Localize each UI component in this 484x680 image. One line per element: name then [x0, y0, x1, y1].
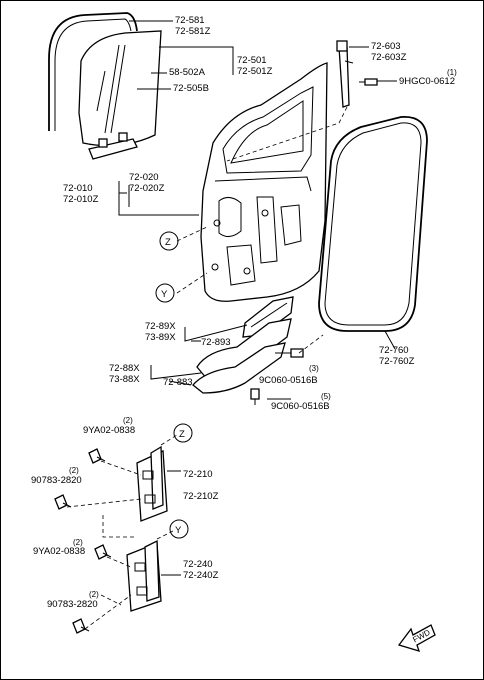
label-hinge-y-1: 72-240 [183, 559, 213, 570]
label-screw-b: 9C060-0516B [271, 401, 330, 412]
upper-bolt-part[interactable] [359, 78, 378, 86]
label-sill-lower-part: 72-883 [163, 377, 193, 388]
hinge-y-bolt2[interactable] [72, 618, 90, 634]
label-hinge-z-bolt1: 9YA02-0838 [83, 425, 135, 436]
label-hinge-z-2: 72-210Z [183, 491, 219, 502]
label-hinge-y-bolt2: 90783-2820 [47, 599, 98, 610]
label-seal-1: 72-760 [379, 345, 409, 356]
label-sill-upper-part: 72-893 [201, 337, 231, 348]
label-weatherstrip-2: 72-603Z [371, 52, 407, 63]
svg-text:Z: Z [165, 237, 171, 248]
label-hinge-z-bolt2-qty: (2) [69, 466, 79, 475]
hinge-y-bolt1[interactable] [94, 544, 112, 560]
label-door-panel-a-1: 72-020 [129, 172, 159, 183]
sill-upper-part[interactable] [242, 296, 294, 338]
label-bolt-upper: 9HGC0-0612 [399, 76, 455, 87]
label-glass-channel-2: 72-581Z [175, 26, 211, 37]
label-hinge-y-bolt1: 9YA02-0838 [33, 546, 85, 557]
upper-weatherstrip-part[interactable] [336, 40, 354, 108]
svg-text:Y: Y [161, 289, 168, 300]
label-screw-a-qty: (3) [309, 364, 319, 373]
label-hinge-z-bolt1-qty: (2) [123, 416, 133, 425]
door-glass-part[interactable] [78, 30, 162, 147]
hinge-z-part[interactable] [136, 445, 168, 522]
marker-y-lower: Y [169, 519, 189, 539]
marker-z-upper: Z [159, 231, 179, 251]
label-glass-holder: 72-505B [173, 83, 209, 94]
label-door-panel-a-2: 72-020Z [129, 183, 165, 194]
label-screw-a: 9C060-0516B [259, 375, 318, 386]
label-bolt-upper-qty: (1) [447, 68, 457, 77]
label-glass-channel-1: 72-581 [175, 15, 205, 26]
label-hinge-z-bolt2: 90783-2820 [31, 475, 82, 486]
label-hinge-y-bolt2-qty: (2) [89, 590, 99, 599]
svg-text:Z: Z [179, 429, 185, 440]
marker-z-lower: Z [173, 423, 193, 443]
label-door-panel-b-1: 72-010 [63, 183, 93, 194]
label-hinge-y-bolt1-qty: (2) [73, 538, 83, 547]
sill-screw-b[interactable] [250, 388, 260, 405]
label-door-panel-b-2: 72-010Z [63, 194, 99, 205]
sill-lower-part[interactable] [192, 318, 292, 394]
hinge-z-bolt1[interactable] [88, 448, 106, 464]
label-sill-upper-1: 72-89X [145, 321, 176, 332]
hinge-y-part[interactable] [126, 539, 162, 612]
label-weatherstrip-1: 72-603 [371, 41, 401, 52]
door-seal-part[interactable] [318, 116, 428, 332]
label-hinge-z-1: 72-210 [183, 469, 213, 480]
label-hinge-y-2: 72-240Z [183, 570, 219, 581]
label-glass-2: 72-501Z [237, 66, 273, 77]
label-run-channel: 58-502A [169, 67, 206, 78]
fwd-arrow-icon: FWD [397, 624, 436, 652]
label-glass-1: 72-501 [237, 55, 267, 66]
label-sill-lower-1: 72-88X [109, 363, 140, 374]
label-seal-2: 72-760Z [379, 356, 415, 367]
marker-y-upper: Y [155, 283, 175, 303]
label-sill-lower-2: 73-88X [109, 374, 140, 385]
label-screw-b-qty: (5) [321, 392, 331, 401]
glass-holder-part[interactable] [88, 132, 138, 160]
label-sill-upper-2: 73-89X [145, 332, 176, 343]
door-panel-part[interactable] [200, 62, 328, 302]
svg-text:Y: Y [175, 525, 182, 536]
